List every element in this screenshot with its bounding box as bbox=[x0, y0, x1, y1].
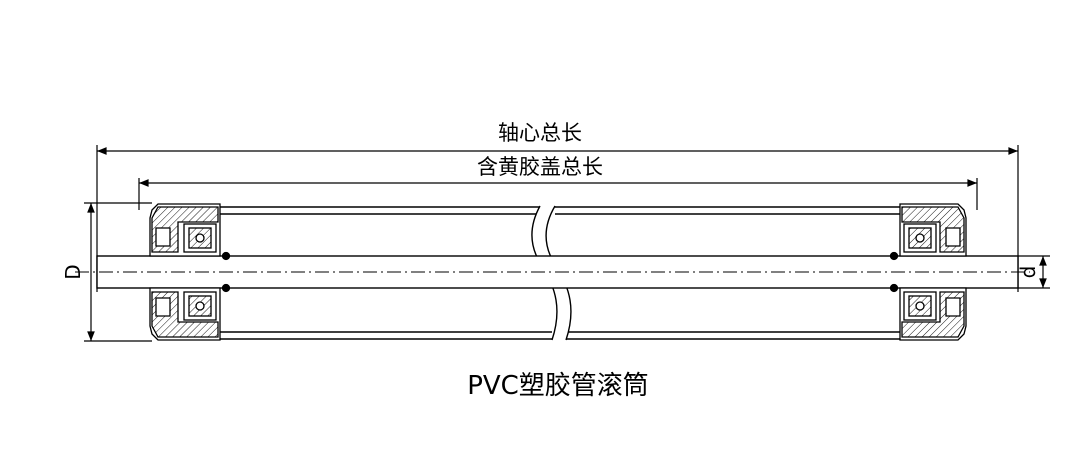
drawing-title: PVC塑胶管滚筒 bbox=[467, 371, 649, 401]
shaft bbox=[75, 255, 1030, 289]
label-shaft-total-length: 轴心总长 bbox=[498, 121, 582, 145]
label-roller-diameter: D bbox=[61, 264, 85, 279]
dimension-shaft-diameter bbox=[1018, 255, 1050, 289]
dimension-length-with-end-caps bbox=[138, 178, 978, 210]
pvc-tube bbox=[220, 206, 900, 340]
label-length-with-end-caps: 含黄胶盖总长 bbox=[477, 155, 603, 179]
left-end-cap bbox=[149, 203, 231, 341]
label-shaft-diameter: d bbox=[1016, 266, 1040, 279]
dimension-roller-diameter bbox=[84, 202, 152, 342]
right-end-cap bbox=[889, 203, 967, 341]
